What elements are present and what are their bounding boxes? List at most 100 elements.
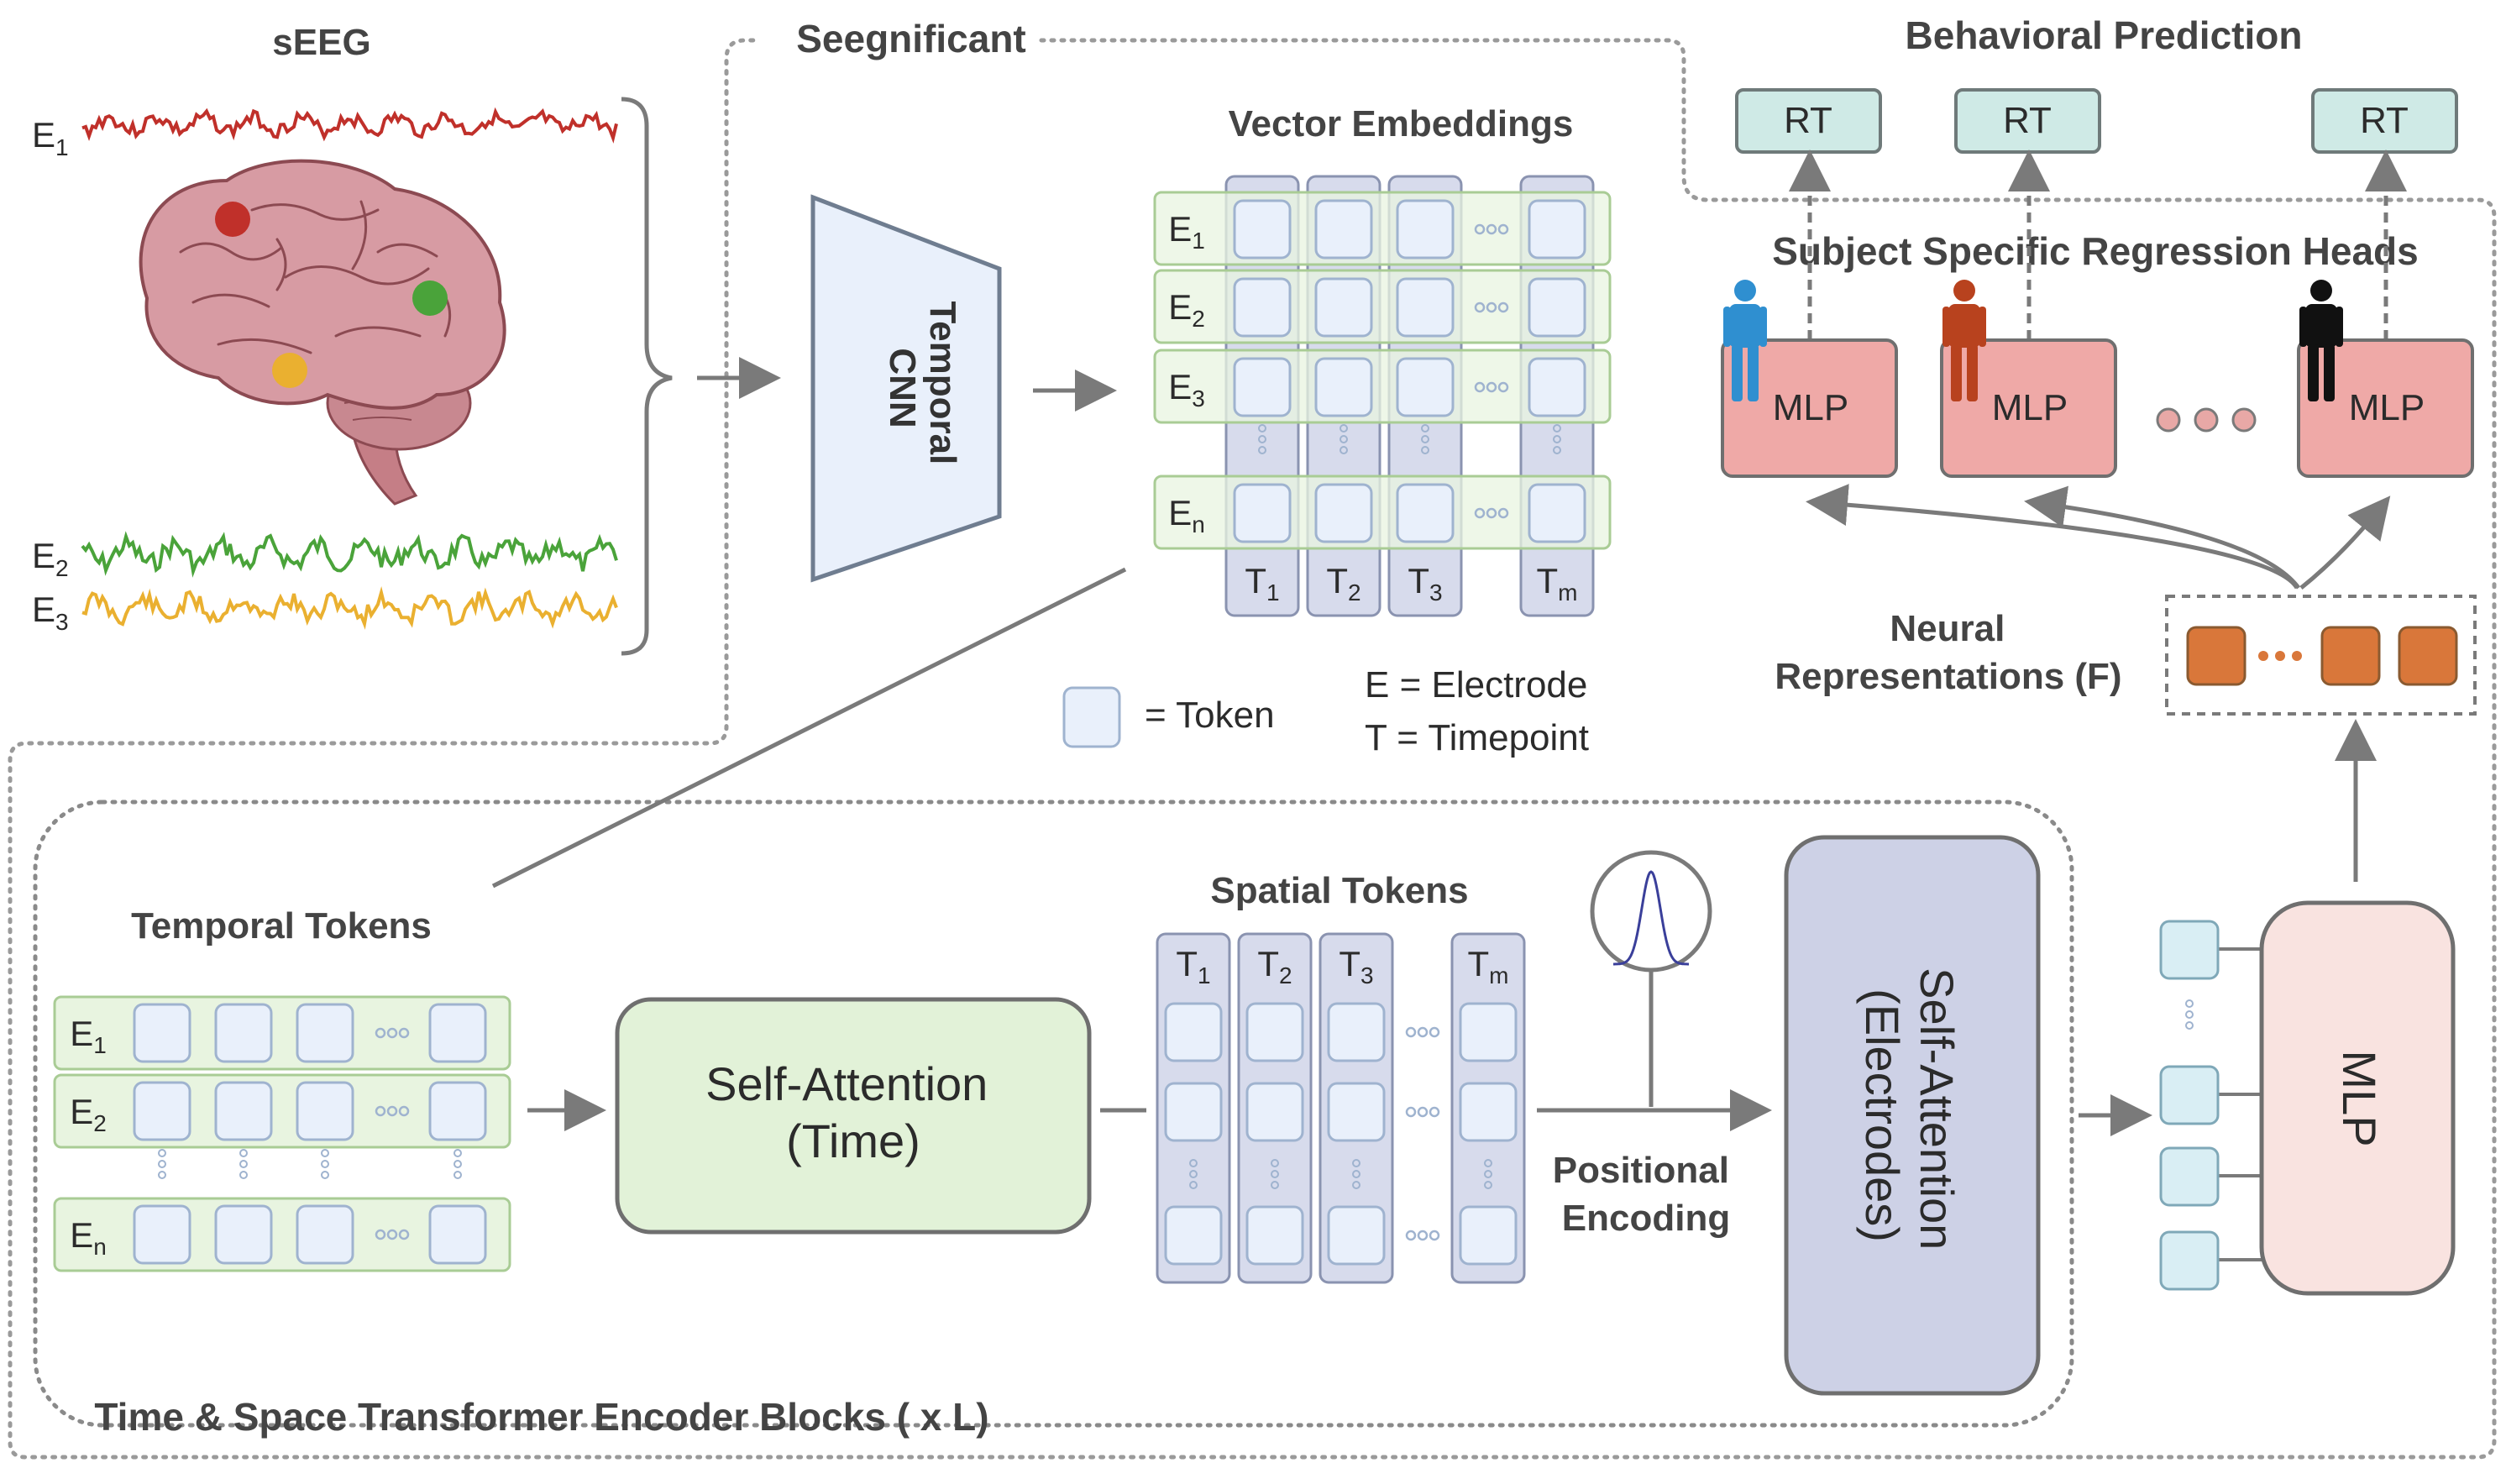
behavioral-prediction: Behavioral Prediction Subject Specific R…: [1721, 13, 2474, 590]
embedding-token: [1233, 199, 1292, 260]
embedding-row-label: E3: [1168, 367, 1205, 412]
temporal-token: [133, 1204, 191, 1265]
seeg-electrode-label: E1 E2 E3: [32, 115, 69, 635]
svg-text:E1: E1: [32, 115, 69, 160]
embedding-token: [1396, 483, 1455, 543]
regression-heads-title: Subject Specific Regression Heads: [1772, 229, 2419, 273]
temporal-row-label: En: [70, 1215, 107, 1260]
seeg-title: sEEG: [272, 22, 370, 63]
gaussian-icon: [1590, 850, 1712, 973]
legend-electrode-label: E = Electrode: [1365, 664, 1587, 705]
neural-label-line1: Neural: [1890, 608, 2005, 649]
neural-label-line2: Representations (F): [1775, 656, 2121, 697]
spatial-column-label: T1: [1176, 944, 1210, 988]
curly-brace: [621, 97, 673, 656]
mlp-input-token: [2159, 1230, 2220, 1291]
embedding-token: [1528, 199, 1586, 260]
temporal-row-label: E2: [70, 1092, 107, 1136]
embedding-token: [1396, 357, 1455, 417]
regression-head-mlp: MLP: [1721, 338, 1898, 478]
embedding-token: [1233, 277, 1292, 338]
arrow-f-to-head-1: [1806, 484, 2299, 590]
spatial-token: [1245, 1082, 1304, 1142]
rt-label: RT: [2003, 100, 2052, 141]
spatial-token: [1327, 1082, 1386, 1142]
temporal-token: [296, 1204, 354, 1265]
regression-head-label: MLP: [1992, 387, 2068, 428]
spatial-token: [1164, 1082, 1223, 1142]
rt-label: RT: [1784, 100, 1832, 141]
zoom-connector-line: [491, 567, 1127, 889]
embedding-column-label: T2: [1326, 561, 1360, 606]
self-attention-time-block: Self-Attention (Time): [615, 997, 1092, 1235]
embedding-column-label: T3: [1408, 561, 1442, 606]
attn-time-line1: Self-Attention: [705, 1057, 988, 1110]
seegnificant-outline: [8, 38, 2497, 1460]
seeg-panel: sEEG E1 E2 E3: [32, 22, 781, 656]
spatial-token: [1459, 1002, 1518, 1062]
vector-embeddings-title: Vector Embeddings: [1229, 103, 1574, 144]
embedding-token: [1396, 277, 1455, 338]
svg-text:E3: E3: [32, 590, 69, 635]
embedding-column-label: Tm: [1537, 561, 1578, 606]
svg-text:Self-Attention (Electrod: Self-Attention (Electrodes): [1856, 967, 1963, 1263]
rt-output: RT: [1735, 88, 1882, 154]
spatial-tokens-title: Spatial Tokens: [1210, 870, 1468, 911]
feature-token: [2398, 626, 2458, 686]
embedding-row-label: E1: [1168, 209, 1205, 254]
attn-time-line2: (Time): [786, 1114, 920, 1167]
spatial-column-label: T3: [1339, 944, 1373, 988]
temporal-token: [428, 1081, 487, 1141]
temporal-cnn-block: Temporal CNN: [810, 194, 1002, 583]
feature-token: [2320, 626, 2381, 686]
subject-person-icon: [1723, 280, 1767, 401]
positional-line2: Encoding: [1562, 1198, 1730, 1239]
embedding-token: [1528, 357, 1586, 417]
feature-ellipsis: [2258, 651, 2302, 661]
attn-elec-line1: Self-Attention: [1911, 967, 1963, 1250]
spatial-token: [1327, 1205, 1386, 1266]
head-ellipsis: [2156, 407, 2257, 433]
encoder-blocks-outline: [33, 800, 2074, 1428]
rt-output: RT: [2311, 88, 2458, 154]
regression-head-label: MLP: [1773, 387, 1848, 428]
spatial-token: [1459, 1205, 1518, 1266]
embedding-token: [1528, 483, 1586, 543]
temporal-token: [214, 1081, 273, 1141]
regression-head-mlp: MLP: [2297, 338, 2474, 478]
rt-label: RT: [2360, 100, 2409, 141]
temporal-tokens-title: Temporal Tokens: [131, 905, 432, 947]
legend-token-label: = Token: [1145, 695, 1275, 736]
regression-head-label: MLP: [2349, 387, 2425, 428]
svg-text:Temporal CNN: Temporal CNN: [882, 301, 963, 475]
regression-head-mlp: MLP: [1940, 338, 2117, 478]
cnn-label-line1: Temporal: [922, 301, 963, 464]
mlp-main-label: MLP: [2333, 1050, 2386, 1146]
embedding-token: [1314, 357, 1373, 417]
positional-line1: Positional: [1553, 1150, 1729, 1191]
encoder-blocks-title: Time & Space Transformer Encoder Blocks …: [94, 1395, 988, 1439]
mlp-input-token: [2159, 1065, 2220, 1125]
embedding-token: [1233, 357, 1292, 417]
eeg-trace-e2: [81, 531, 618, 578]
gaussian-curve: [1613, 870, 1689, 966]
embedding-token: [1528, 277, 1586, 338]
rt-output: RT: [1954, 88, 2101, 154]
svg-text:Positional Encoding: Positional Encoding: [1553, 1150, 1739, 1239]
neural-representations: Neural Representations (F): [1775, 595, 2477, 716]
attn-elec-line2: (Electrodes): [1856, 988, 1909, 1242]
spatial-column-label: T2: [1257, 944, 1292, 988]
legend-timepoint-label: T = Timepoint: [1365, 717, 1589, 758]
eeg-trace-e1: [81, 107, 618, 144]
self-attention-electrodes-block: Self-Attention (Electrodes): [1784, 835, 2041, 1396]
embedding-column-label: T1: [1245, 561, 1279, 606]
svg-text:E2: E2: [32, 536, 69, 581]
embedding-token: [1233, 483, 1292, 543]
electrode-dot-yellow: [272, 353, 307, 388]
legend-token-swatch: [1062, 686, 1121, 748]
temporal-row-label: E1: [70, 1014, 107, 1058]
